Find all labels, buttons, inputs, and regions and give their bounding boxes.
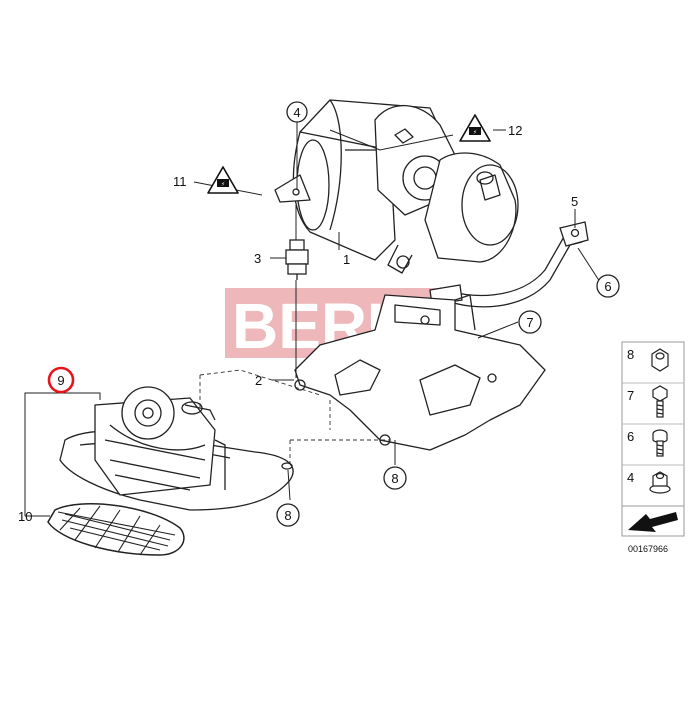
direction-arrow-icon	[621, 505, 685, 537]
catalog-number: 00167966	[628, 544, 668, 554]
legend-row-8: 8	[627, 347, 669, 372]
svg-text:5: 5	[571, 194, 578, 209]
callout-12: 12	[493, 123, 522, 138]
svg-text:12: 12	[508, 123, 522, 138]
svg-text:3: 3	[254, 251, 261, 266]
svg-text:4: 4	[293, 105, 300, 120]
leader-lines	[24, 122, 601, 517]
legend-row-6: 6	[627, 429, 668, 457]
svg-text:7: 7	[526, 315, 533, 330]
svg-text:9: 9	[57, 373, 64, 388]
svg-text:6: 6	[627, 429, 634, 444]
svg-text:10: 10	[18, 509, 32, 524]
warning-label-icon	[207, 166, 239, 194]
svg-text:8: 8	[627, 347, 634, 362]
svg-text:2: 2	[255, 373, 262, 388]
callout-7: 7	[518, 310, 542, 334]
carrier-bracket	[294, 294, 546, 451]
callout-1: 1	[343, 252, 350, 267]
callout-5: 5	[571, 194, 578, 209]
warning-label-icon	[459, 114, 491, 142]
callout-2: 2	[255, 373, 262, 388]
hex-bolt-icon	[652, 385, 668, 418]
fan-assembly	[59, 386, 294, 511]
callout-8: 8	[276, 503, 300, 527]
callout-9-highlighted: 9	[47, 366, 75, 394]
svg-text:8: 8	[391, 471, 398, 486]
fan-grille	[47, 503, 185, 556]
flange-nut-icon	[649, 471, 671, 494]
hex-nut-icon	[651, 348, 669, 372]
svg-text:7: 7	[627, 388, 634, 403]
svg-text:4: 4	[627, 470, 634, 485]
svg-text:11: 11	[173, 174, 187, 189]
svg-text:1: 1	[343, 252, 350, 267]
bushing	[285, 239, 309, 280]
callout-4: 4	[286, 101, 308, 123]
svg-text:6: 6	[604, 279, 611, 294]
legend-row-7: 7	[627, 385, 668, 418]
fastener-legend: 8 7 6 4	[621, 341, 685, 537]
callout-3: 3	[254, 251, 261, 266]
callout-6: 6	[596, 274, 620, 298]
pump-assembly	[274, 99, 519, 274]
svg-text:8: 8	[284, 508, 291, 523]
legend-row-4: 4	[627, 470, 671, 494]
torx-bolt-icon	[652, 429, 668, 457]
callout-10: 10	[18, 509, 32, 524]
callout-11: 11	[173, 174, 187, 189]
callout-8: 8	[383, 466, 407, 490]
